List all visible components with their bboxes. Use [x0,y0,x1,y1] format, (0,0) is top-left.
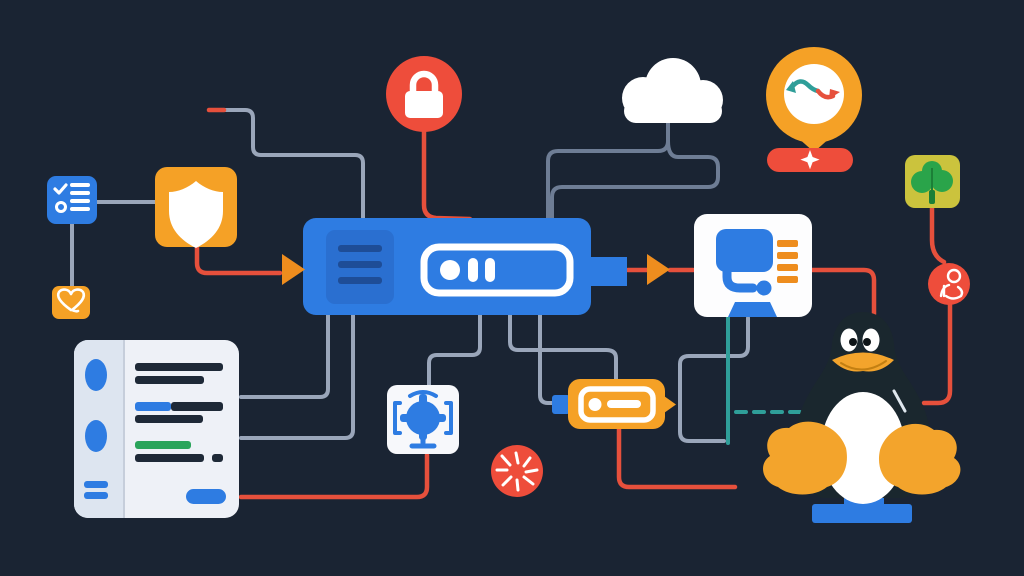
document-card-node [74,340,239,518]
person-scribble-icon [939,268,964,300]
server-drive-slot [420,243,574,297]
sparkle-icon [800,150,820,170]
lock-icon [405,70,443,118]
server-panel-lines [338,245,382,284]
document-text-lines [135,363,223,462]
bullet-circle-icon [55,201,67,213]
flow-arrow-left-icon [282,254,305,285]
tree-icon [911,161,953,204]
toggle-icon [578,386,656,423]
action-pill [186,489,226,504]
trend-arrow-icon [786,79,840,100]
heart-icon [56,288,86,313]
terminal-chat-node [694,214,812,317]
map-pin-node [766,47,862,152]
text-lines-icon [777,240,798,283]
list-lines-icon [70,183,90,211]
penguin-group [763,312,961,523]
security-shield-node [155,167,237,248]
starburst-node [491,445,543,497]
chat-bubble-icon [716,229,773,296]
server-node [303,218,627,315]
starburst-icon [495,451,539,492]
tux-foot-left [763,421,847,495]
alert-pill-node [767,148,853,172]
avatar [85,359,107,391]
cloud-icon [622,58,723,123]
monitor-stand [728,302,777,317]
tree-node [905,155,960,208]
checklist-card [47,176,97,224]
person-scribble-node [928,263,970,305]
tux-eyes [840,328,880,352]
avatar [85,420,107,452]
tux-highlight [892,389,907,413]
flow-arrow-right-icon [647,254,670,285]
crosshair-target-node [387,385,459,454]
shield-icon [169,181,223,248]
padlock-node [386,56,462,132]
status-led-icon [440,260,460,280]
toggle-device-node [552,379,676,429]
tux-foot-right [878,423,961,495]
tux-beak [832,352,894,372]
check-icon [53,183,68,195]
connector-lines [70,107,953,500]
heart-node [52,286,90,319]
crosshair-icon [393,390,453,449]
